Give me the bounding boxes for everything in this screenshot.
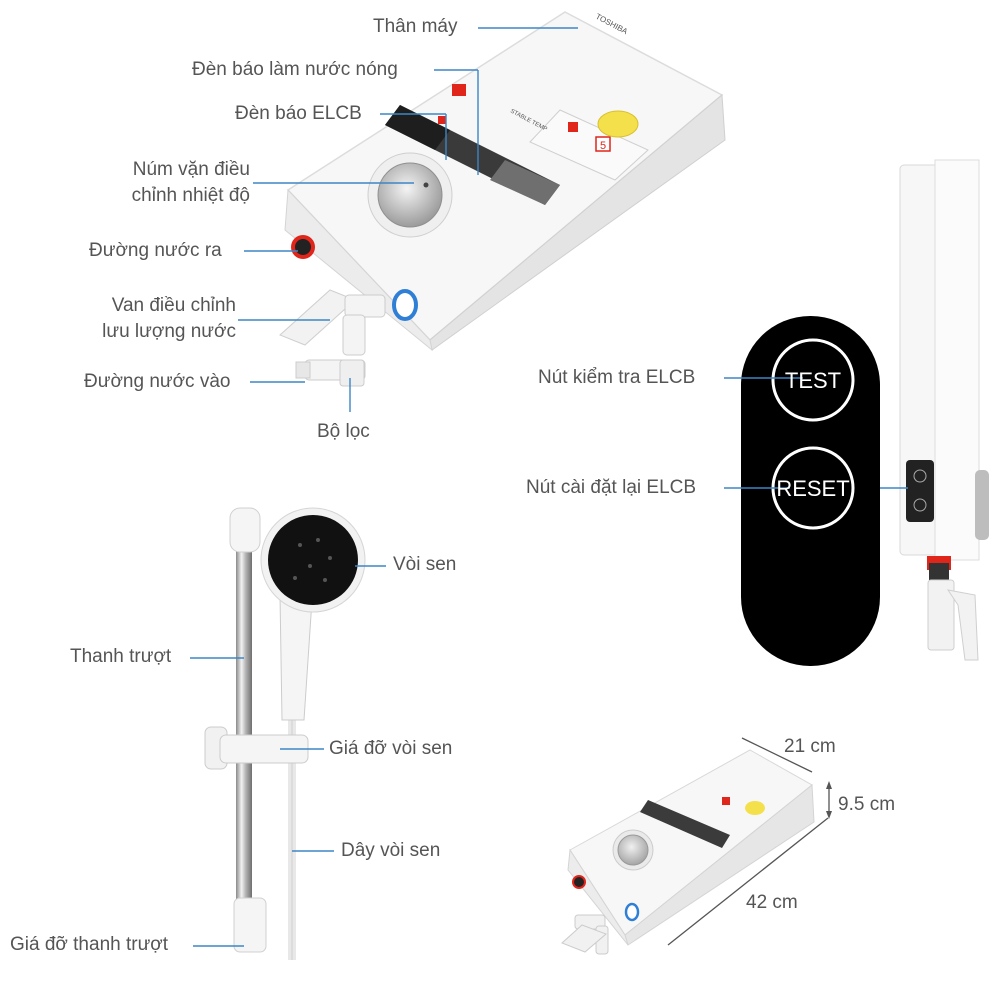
label-den-bao-lam-nuoc-nong: Đèn báo làm nước nóng (192, 59, 398, 80)
label-nut-kiem-tra-elcb: Nút kiểm tra ELCB (538, 367, 696, 388)
label-gia-do-thanh-truot: Giá đỡ thanh trượt (10, 934, 169, 955)
label-duong-nuoc-ra: Đường nước ra (89, 240, 222, 261)
label-num-van-line1: Núm vặn điều (132, 159, 250, 180)
label-van-line1: Van điều chỉnh (111, 295, 236, 316)
dimension-heater-unit (561, 737, 832, 955)
label-den-bao-elcb: Đèn báo ELCB (235, 103, 362, 124)
leader-lines (190, 27, 908, 947)
label-gia-do-voi-sen: Giá đỡ vòi sen (329, 738, 453, 759)
dimension-depth: 9.5 cm (838, 794, 896, 815)
label-nut-cai-dat-lai-elcb: Nút cài đặt lại ELCB (526, 477, 697, 498)
label-thanh-truot: Thanh trượt (70, 646, 172, 667)
label-bo-loc: Bộ lọc (317, 421, 370, 442)
label-van-line2: lưu lượng nước (102, 321, 236, 342)
test-button-label: TEST (785, 368, 841, 393)
shower-set (204, 507, 366, 960)
side-view-unit (899, 159, 989, 661)
reset-button-label: RESET (776, 476, 849, 501)
dimension-width: 21 cm (784, 736, 836, 757)
label-than-may: Thân máy (373, 16, 458, 37)
warranty-badge: 5 (600, 140, 606, 152)
label-voi-sen: Vòi sen (393, 554, 457, 575)
label-day-voi-sen: Dây vòi sen (341, 840, 441, 861)
label-duong-nuoc-vao: Đường nước vào (84, 371, 231, 392)
main-heater-unit: 5 TOSHIBA STABLE TEMP (279, 11, 726, 387)
dimension-height: 42 cm (746, 892, 798, 913)
label-num-van-line2: chỉnh nhiệt độ (131, 185, 250, 206)
